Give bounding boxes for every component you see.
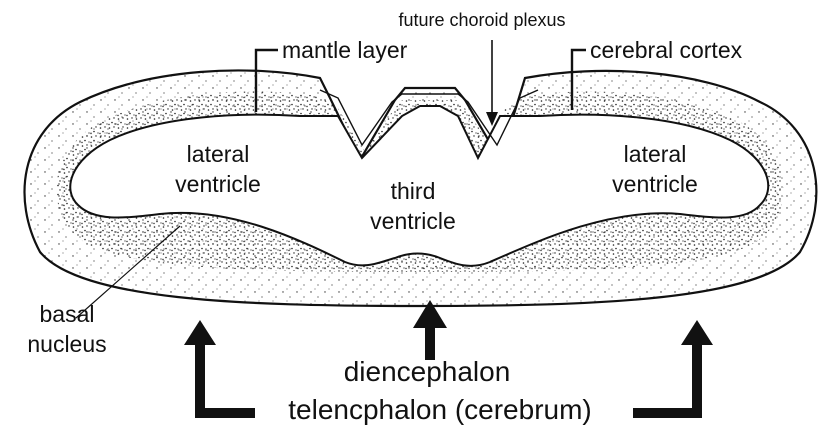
- lateral-ventricle-left-label-2: ventricle: [175, 171, 261, 197]
- third-ventricle-label-2: ventricle: [370, 208, 456, 234]
- telencephalon-right-arrow: [633, 320, 713, 418]
- lateral-ventricle-right-label-2: ventricle: [612, 171, 698, 197]
- lateral-ventricle-left-label-1: lateral: [187, 141, 250, 167]
- telencephalon-left-arrow: [184, 320, 255, 418]
- cerebral-cortex-label: cerebral cortex: [590, 37, 743, 63]
- basal-nucleus-label-2: nucleus: [27, 331, 106, 357]
- mantle-layer-label: mantle layer: [282, 37, 408, 63]
- future-choroid-plexus-label: future choroid plexus: [398, 10, 565, 30]
- basal-nucleus-label-1: basal: [40, 301, 95, 327]
- diencephalon-arrow: [413, 300, 447, 360]
- lateral-ventricle-right-label-1: lateral: [624, 141, 687, 167]
- telencephalon-label: telencphalon (cerebrum): [288, 394, 592, 425]
- third-ventricle-label-1: third: [391, 178, 436, 204]
- diencephalon-label: diencephalon: [344, 356, 511, 387]
